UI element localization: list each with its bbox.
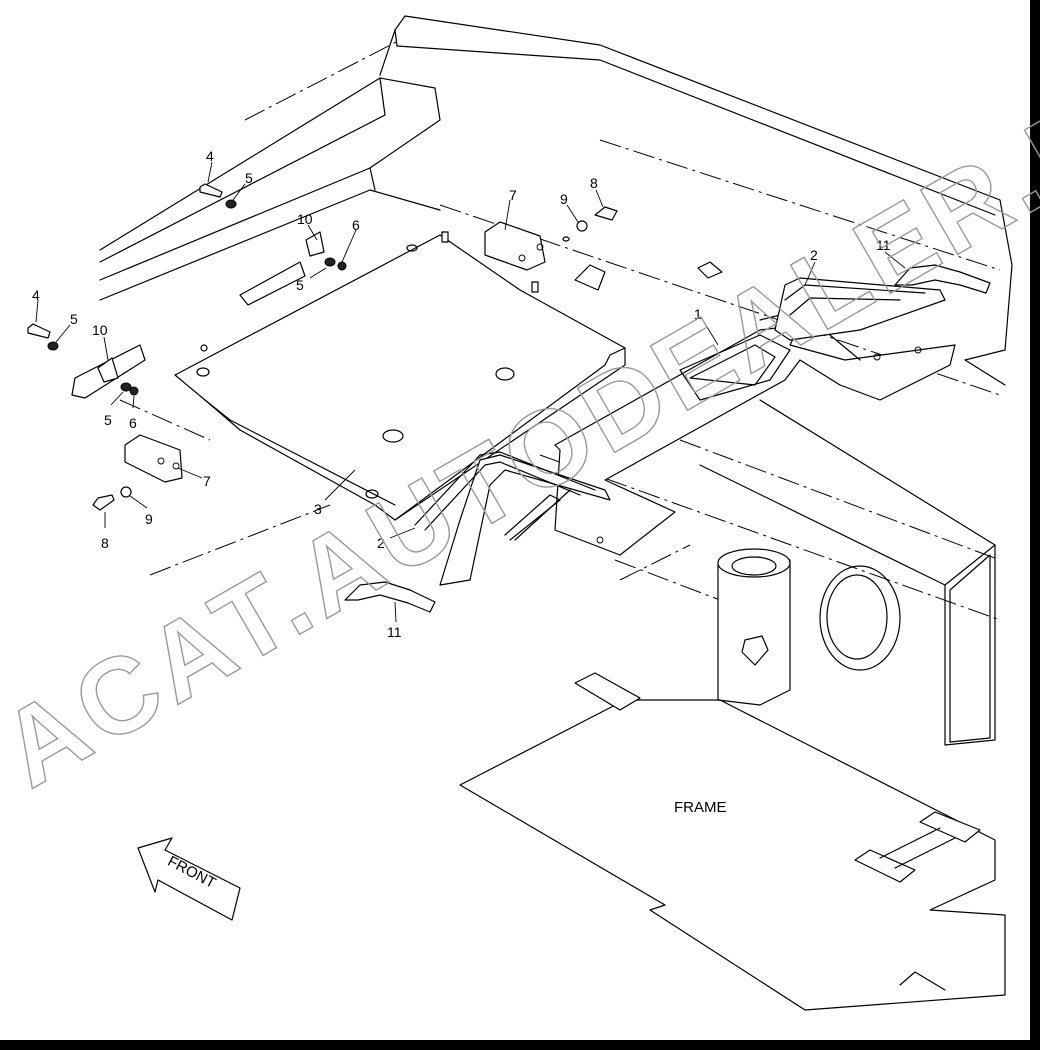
- callout-11: 11: [387, 624, 402, 640]
- hinge-bracket-7-right: [484, 221, 546, 271]
- callout-6: 6: [129, 415, 137, 431]
- callout-8: 8: [101, 535, 109, 551]
- frame-cross-member: [699, 399, 996, 746]
- floor-plate-3: [174, 234, 626, 521]
- callout-5: 5: [104, 412, 112, 428]
- callout-3: 3: [314, 501, 322, 517]
- callout-8: 8: [590, 175, 598, 191]
- frame-post: [717, 548, 791, 706]
- fasteners: [47, 199, 588, 498]
- callout-9: 9: [560, 191, 568, 207]
- page-border-right: [1030, 0, 1040, 1050]
- hose-piece-11: [344, 264, 991, 613]
- callout-5: 5: [70, 311, 78, 327]
- callout-10: 10: [297, 211, 313, 227]
- callout-4: 4: [32, 287, 40, 303]
- callout-5: 5: [296, 277, 304, 293]
- rear-hood-outline: [379, 15, 1013, 386]
- callout-2: 2: [810, 247, 818, 263]
- frame-plate: [459, 672, 1006, 1011]
- mounting-strip-10-left: [71, 344, 146, 399]
- callout-1: 1: [694, 306, 702, 322]
- callout-7: 7: [509, 187, 517, 203]
- front-arrow: FRONT: [137, 837, 241, 921]
- callout-11: 11: [876, 237, 891, 253]
- callout-10: 10: [92, 322, 108, 338]
- hinge-bracket-7-left: [124, 434, 183, 483]
- callout-9: 9: [145, 511, 153, 527]
- frame-label: FRAME: [674, 799, 727, 816]
- mounting-strip-10-right: [239, 231, 325, 306]
- watermark: ACAT.AUTODEALER.RU: [0, 29, 1040, 810]
- bolts: [27, 183, 618, 511]
- callout-6: 6: [352, 217, 360, 233]
- callout-4: 4: [206, 148, 214, 164]
- left-rail: [99, 77, 441, 301]
- callouts: 4 5 10 6 5 4 5 10 5 6 7 8 9 7 9 8 1 2 11…: [32, 148, 891, 640]
- page-border-bottom: [0, 1040, 1040, 1050]
- hose-assembly-2-upper: [774, 277, 946, 341]
- callout-5: 5: [245, 170, 253, 186]
- callout-7: 7: [203, 473, 211, 489]
- callout-2: 2: [377, 535, 385, 551]
- hose-assembly-2-lower: [414, 451, 611, 586]
- small-brackets: [441, 231, 723, 293]
- leader-lines: [35, 161, 906, 623]
